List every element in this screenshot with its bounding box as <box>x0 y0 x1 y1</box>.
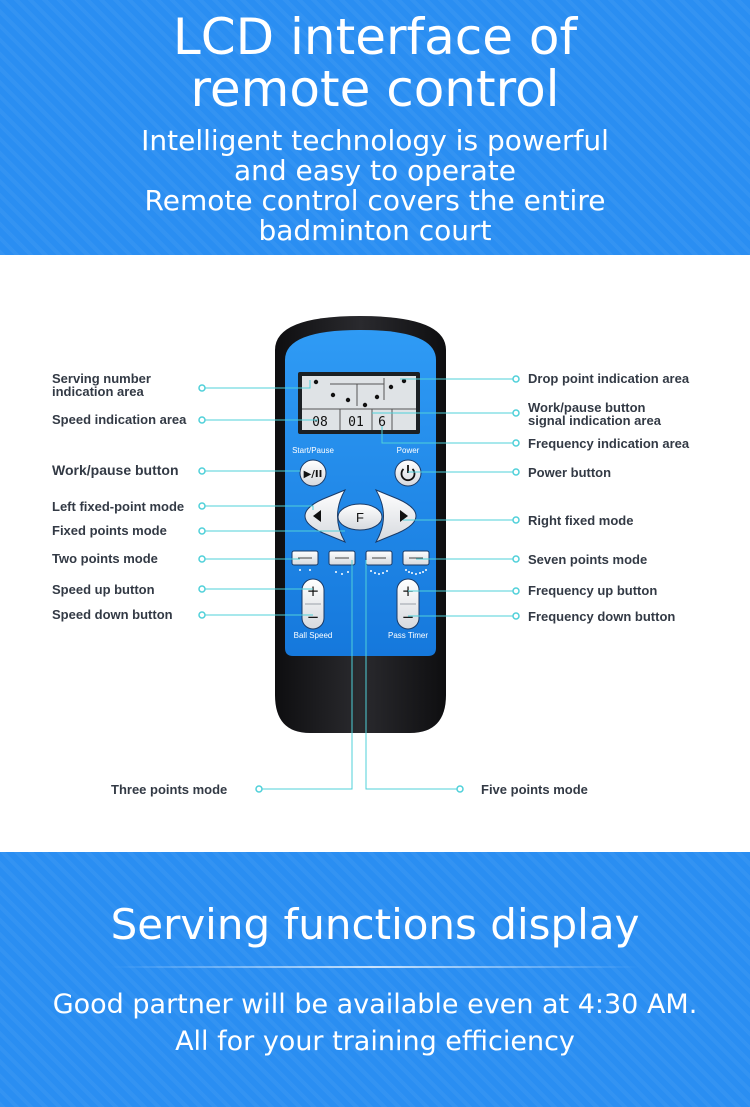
leader-lines <box>202 378 516 790</box>
label-fixed-points: Fixed points mode <box>52 523 167 538</box>
page-title-line1: LCD interface of <box>172 8 578 66</box>
speed-up-button[interactable]: + <box>307 582 320 600</box>
subtitle-line2: and easy to operate <box>233 154 517 187</box>
label-five-points: Five points mode <box>481 782 588 797</box>
label-speed-down: Speed down button <box>52 607 173 622</box>
label-work-pause-signal-line2: signal indication area <box>528 413 661 428</box>
start-pause-caption: Start/Pause <box>292 446 334 455</box>
lcd-dot <box>362 402 368 408</box>
label-work-pause-signal: Work/pause button signal indication area <box>528 401 661 427</box>
right-arrow-icon <box>400 510 408 522</box>
power-caption: Power <box>397 446 420 455</box>
lcd-dot <box>330 392 336 398</box>
subtitle-line4: badminton court <box>258 214 492 247</box>
label-right-fixed: Right fixed mode <box>528 513 634 528</box>
label-frequency-up: Frequency up button <box>528 583 658 598</box>
f-label: F <box>356 510 364 525</box>
label-two-points: Two points mode <box>52 551 158 566</box>
lcd-screen: 08 01 6 <box>298 372 420 434</box>
page-title-line2: remote control <box>190 60 560 118</box>
footer-tagline1: Good partner will be available even at 4… <box>52 989 698 1020</box>
fixed-points-f-button[interactable]: F <box>337 503 383 531</box>
frequency-down-button[interactable]: − <box>402 608 415 626</box>
footer-tagline2: All for your training efficiency <box>175 1026 575 1057</box>
label-speed-indication: Speed indication area <box>52 412 187 427</box>
footer-banner <box>0 852 750 1107</box>
start-pause-button[interactable]: ▶/II <box>299 459 327 487</box>
pass-timer-caption: Pass Timer <box>388 631 428 640</box>
right-fixed-mode-button[interactable] <box>374 488 417 544</box>
leader-dots <box>198 375 520 793</box>
label-work-pause-signal-line1: Work/pause button <box>528 400 646 415</box>
lcd-speed: 01 <box>348 415 364 430</box>
lcd-serving-number: 08 <box>312 415 328 430</box>
remote-control-diagram: 08 01 6 Start/Pause Power ▶/II F <box>198 316 520 793</box>
label-serving-number-line2: indication area <box>52 384 144 399</box>
three-points-button[interactable] <box>328 550 356 575</box>
footer-title: Serving functions display <box>110 900 640 949</box>
header-banner <box>0 0 750 255</box>
label-speed-up: Speed up button <box>52 582 155 597</box>
speed-down-button[interactable]: − <box>307 608 320 626</box>
label-seven-points: Seven points mode <box>528 552 648 567</box>
label-serving-number-line1: Serving number <box>52 371 151 386</box>
two-points-button[interactable] <box>291 550 319 571</box>
lcd-dot <box>401 378 407 384</box>
footer-divider <box>110 966 640 968</box>
label-left-fixed-point: Left fixed-point mode <box>52 499 185 514</box>
lcd-dot <box>374 394 380 400</box>
subtitle-line1: Intelligent technology is powerful <box>141 124 609 157</box>
ball-speed-rocker <box>301 578 325 630</box>
label-frequency-indication: Frequency indication area <box>528 436 690 451</box>
lcd-dot <box>345 397 351 403</box>
power-button[interactable] <box>394 459 422 487</box>
label-serving-number: Serving number indication area <box>52 372 151 398</box>
seven-points-button[interactable] <box>402 550 430 575</box>
lcd-frequency: 6 <box>378 415 386 430</box>
label-power-button: Power button <box>528 465 612 480</box>
lcd-dot <box>313 379 319 385</box>
lcd-dot <box>388 384 394 390</box>
play-pause-icon: ▶/II <box>304 469 323 480</box>
label-frequency-down: Frequency down button <box>528 609 676 624</box>
five-points-button[interactable] <box>365 550 393 575</box>
label-three-points: Three points mode <box>111 782 228 797</box>
label-drop-point: Drop point indication area <box>528 371 690 386</box>
label-work-pause-button: Work/pause button <box>52 462 179 478</box>
subtitle-line3: Remote control covers the entire <box>144 184 606 217</box>
ball-speed-caption: Ball Speed <box>294 631 333 640</box>
left-arrow-icon <box>313 510 321 522</box>
